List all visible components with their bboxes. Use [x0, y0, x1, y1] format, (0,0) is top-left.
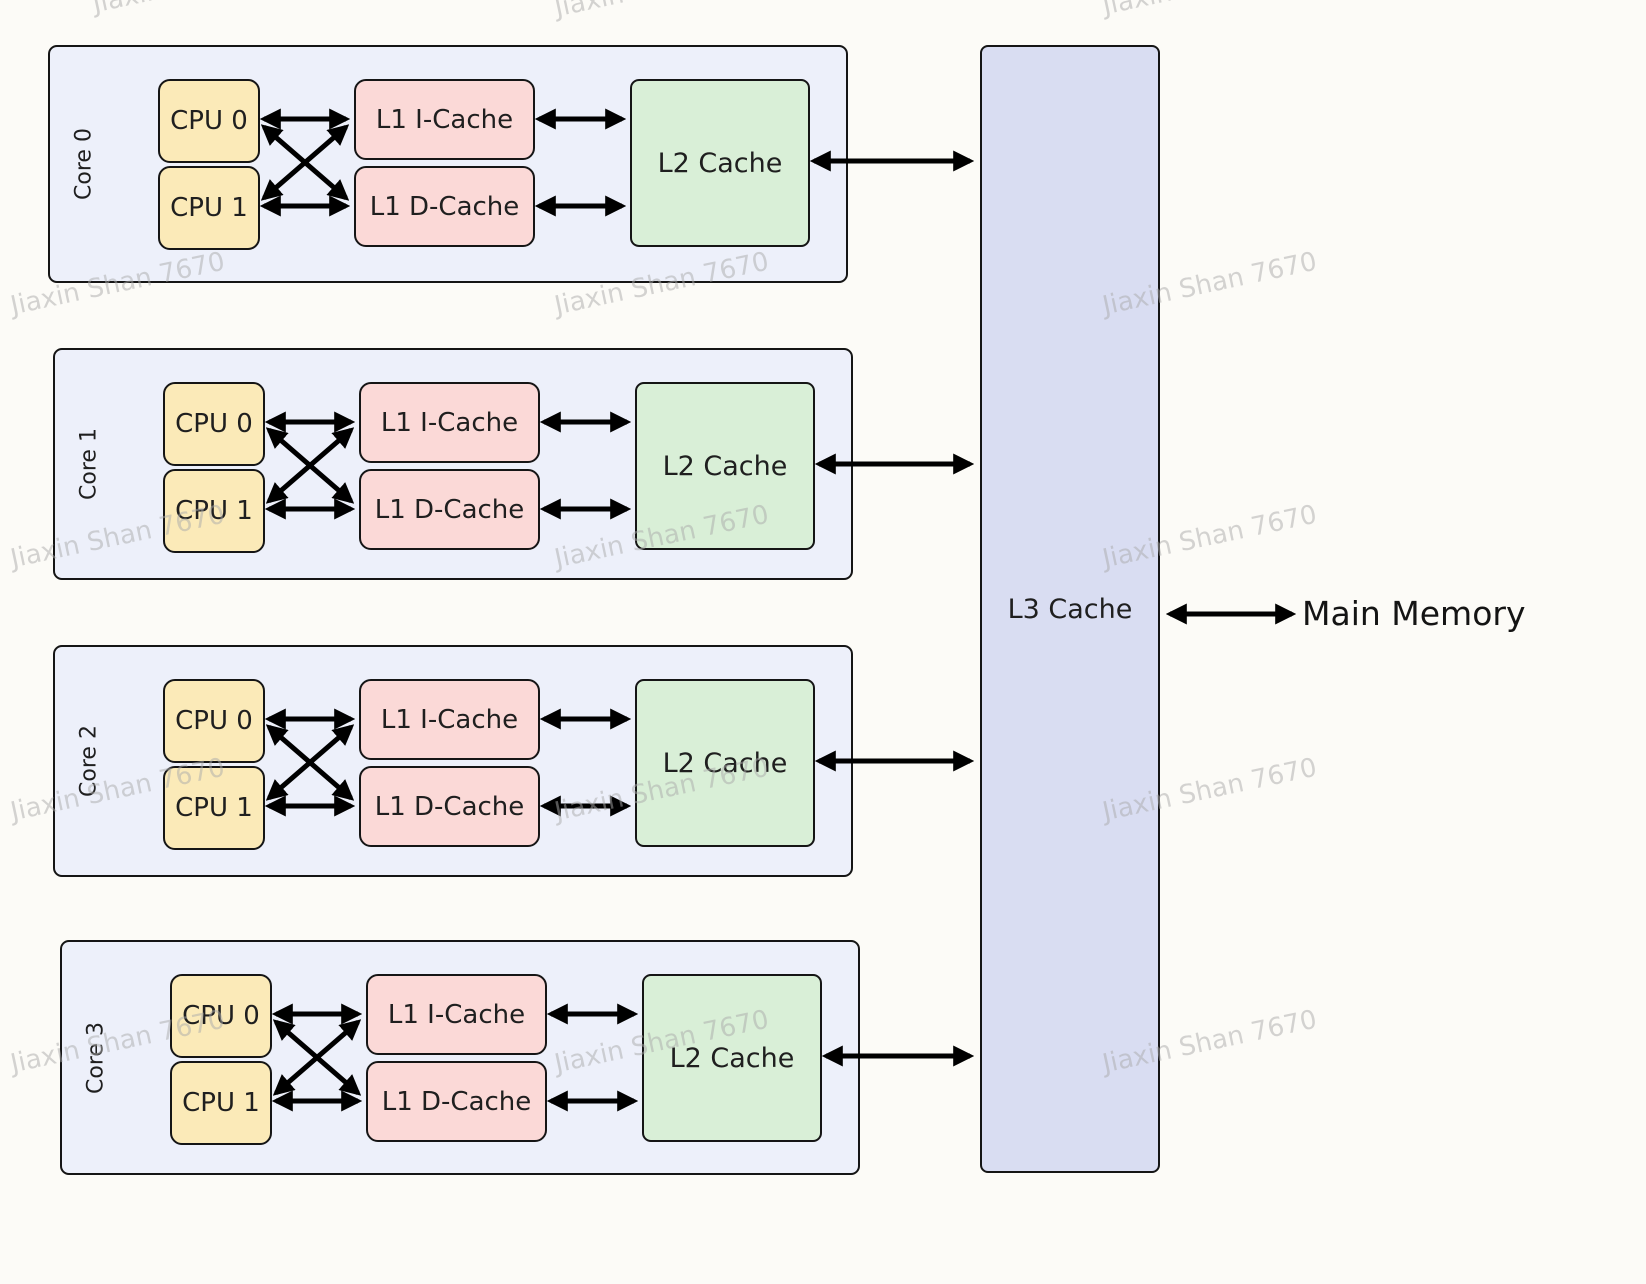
core-1-l1-dcache-box: L1 D-Cache — [359, 469, 540, 550]
core-3-l2-cache-box: L2 Cache — [642, 974, 822, 1142]
l3-cache-box: L3 Cache — [980, 45, 1160, 1173]
core-0-l1-dcache-box: L1 D-Cache — [354, 166, 535, 247]
core-1-box: Core 1 CPU 0 CPU 1 L1 I-Cache L1 D-Cache… — [53, 348, 853, 580]
core-3-cpu0-box: CPU 0 — [170, 974, 272, 1058]
core-1-label: Core 1 — [76, 428, 102, 500]
core-3-box: Core 3 CPU 0 CPU 1 L1 I-Cache L1 D-Cache… — [60, 940, 860, 1175]
core-2-l2-cache-box: L2 Cache — [635, 679, 815, 847]
core-3-cpu1-box: CPU 1 — [170, 1061, 272, 1145]
core-0-l1-icache-box: L1 I-Cache — [354, 79, 535, 160]
watermark-text: Jiaxin Shan 7670 — [552, 0, 771, 23]
core-0-cpu1-box: CPU 1 — [158, 166, 260, 250]
core-1-l2-cache-box: L2 Cache — [635, 382, 815, 550]
core-2-l1-dcache-box: L1 D-Cache — [359, 766, 540, 847]
core-0-box: Core 0 CPU 0 CPU 1 L1 I-Cache L1 D-Cache… — [48, 45, 848, 283]
core-2-label: Core 2 — [76, 725, 102, 797]
core-1-cpu0-box: CPU 0 — [163, 382, 265, 466]
core-2-cpu0-box: CPU 0 — [163, 679, 265, 763]
core-2-l1-icache-box: L1 I-Cache — [359, 679, 540, 760]
core-3-label: Core 3 — [83, 1021, 109, 1094]
core-0-label: Core 0 — [71, 128, 97, 200]
core-0-cpu0-box: CPU 0 — [158, 79, 260, 163]
core-1-cpu1-box: CPU 1 — [163, 469, 265, 553]
watermark-text: Jiaxin Shan 7670 — [90, 0, 309, 19]
core-2-box: Core 2 CPU 0 CPU 1 L1 I-Cache L1 D-Cache… — [53, 645, 853, 877]
core-2-cpu1-box: CPU 1 — [163, 766, 265, 850]
core-3-l1-dcache-box: L1 D-Cache — [366, 1061, 547, 1142]
core-1-l1-icache-box: L1 I-Cache — [359, 382, 540, 463]
main-memory-label: Main Memory — [1302, 594, 1526, 633]
watermark-text: Jiaxin Shan 7670 — [1100, 0, 1319, 21]
core-3-l1-icache-box: L1 I-Cache — [366, 974, 547, 1055]
core-0-l2-cache-box: L2 Cache — [630, 79, 810, 247]
